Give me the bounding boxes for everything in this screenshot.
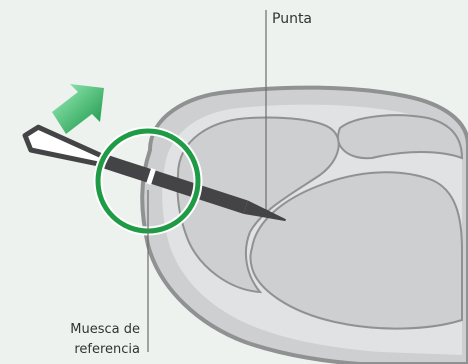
insertion-arrow-icon — [52, 84, 104, 134]
needle-shaft — [100, 154, 248, 214]
inner-upper-right-lobe — [337, 114, 464, 160]
needle-handle — [22, 124, 107, 168]
needle-tool — [22, 124, 286, 222]
label-reference-notch: Muesca de referencia — [40, 320, 140, 360]
inner-left-lobe — [176, 116, 340, 294]
label-notch-line2: referencia — [74, 342, 140, 357]
inner-right-lobe — [249, 171, 463, 330]
needle-tip — [243, 200, 286, 222]
label-tip: Punta — [272, 11, 313, 27]
label-notch-line1: Muesca de — [70, 322, 140, 337]
reference-notch — [146, 168, 156, 185]
